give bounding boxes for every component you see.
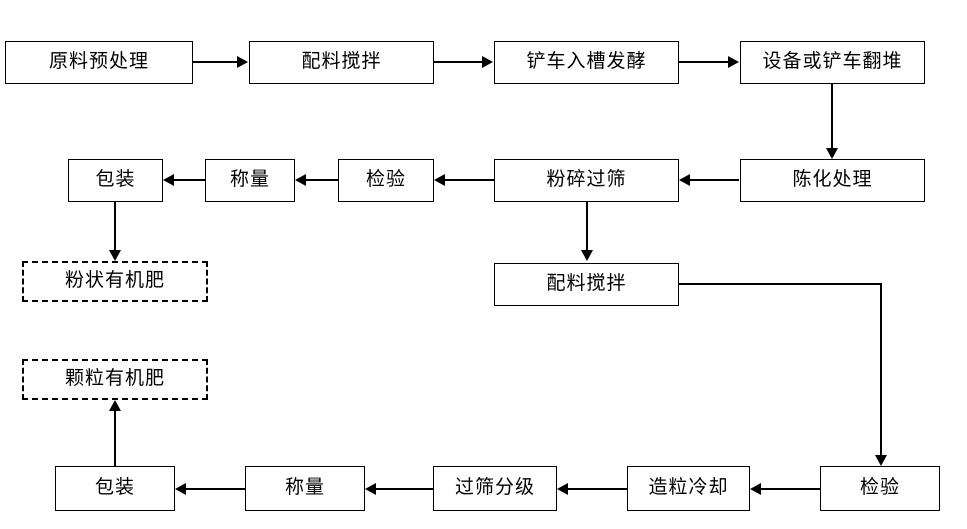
edge-n5-n6 (690, 179, 739, 181)
node-label: 粉状有机肥 (64, 270, 165, 292)
edge-n12-n13-horizontal (679, 283, 882, 285)
arrowhead-n12-n13-icon (875, 455, 887, 466)
node-loader-trough-fermentation[interactable]: 铲车入槽发酵 (494, 41, 679, 84)
node-packaging-powder[interactable]: 包装 (68, 159, 163, 202)
node-equipment-or-loader-turning[interactable]: 设备或铲车翻堆 (740, 41, 925, 84)
edge-n6-n12 (586, 202, 588, 250)
node-label: 配料搅拌 (546, 273, 627, 295)
node-raw-material-pretreatment[interactable]: 原料预处理 (5, 41, 193, 84)
node-label: 配料搅拌 (301, 51, 382, 73)
edge-n6-n7 (445, 179, 494, 181)
edge-n17-n11 (114, 411, 116, 466)
node-inspection-powder[interactable]: 检验 (338, 159, 434, 202)
node-label: 过筛分级 (454, 477, 535, 499)
node-inspection-granular[interactable]: 检验 (820, 466, 940, 511)
node-granular-organic-fertilizer[interactable]: 颗粒有机肥 (22, 359, 208, 400)
arrowhead-n14-n15-icon (557, 483, 568, 495)
edge-stub-n15-left (420, 488, 433, 490)
node-crushing-sieving[interactable]: 粉碎过筛 (494, 159, 679, 202)
edge-n15-n16 (376, 488, 433, 490)
edge-n8-n9 (174, 179, 205, 181)
node-powder-organic-fertilizer[interactable]: 粉状有机肥 (22, 261, 208, 302)
arrowhead-n7-n8-icon (295, 174, 306, 186)
node-label: 陈化处理 (792, 169, 873, 191)
edge-n4-n5 (831, 84, 833, 148)
node-label: 包装 (94, 477, 135, 499)
edge-n12-n13-vertical (880, 283, 882, 455)
arrowhead-n13-n14-icon (750, 483, 761, 495)
arrowhead-n5-n6-icon (679, 174, 690, 186)
node-label: 颗粒有机肥 (64, 368, 165, 390)
arrowhead-n1-n2-icon (237, 56, 248, 68)
arrowhead-n6-n7-icon (434, 174, 445, 186)
node-weighing-granular[interactable]: 称量 (245, 466, 365, 511)
node-label: 原料预处理 (48, 51, 149, 73)
node-label: 铲车入槽发酵 (526, 51, 647, 73)
node-granulation-cooling[interactable]: 造粒冷却 (627, 466, 750, 511)
arrowhead-n15-n16-icon (365, 483, 376, 495)
node-label: 检验 (365, 169, 406, 191)
arrowhead-n16-n17-icon (175, 483, 186, 495)
node-sieving-grading[interactable]: 过筛分级 (433, 466, 557, 511)
edge-n13-n14 (761, 488, 820, 490)
edge-n1-n2 (193, 61, 237, 63)
arrowhead-n9-n10-icon (109, 250, 121, 261)
node-label: 造粒冷却 (648, 477, 729, 499)
edge-n2-n3 (434, 61, 482, 63)
node-label: 检验 (859, 477, 900, 499)
arrowhead-n4-n5-icon (826, 148, 838, 159)
arrowhead-n17-n11-icon (109, 400, 121, 411)
node-label: 称量 (284, 477, 325, 499)
node-label: 包装 (95, 169, 136, 191)
node-packaging-granular[interactable]: 包装 (55, 466, 175, 511)
node-batching-mixing-2[interactable]: 配料搅拌 (494, 263, 679, 306)
node-batching-mixing-1[interactable]: 配料搅拌 (249, 41, 434, 84)
node-label: 粉碎过筛 (546, 169, 627, 191)
edge-n9-n10 (114, 202, 116, 250)
arrowhead-n6-n12-icon (581, 250, 593, 261)
edge-n3-n4 (679, 61, 728, 63)
edge-n14-n15 (568, 488, 627, 490)
arrowhead-n2-n3-icon (482, 56, 493, 68)
edge-n16-n17 (186, 488, 245, 490)
arrowhead-n8-n9-icon (163, 174, 174, 186)
arrowhead-n3-n4-icon (728, 56, 739, 68)
edge-n7-n8 (306, 179, 338, 181)
node-weighing-powder[interactable]: 称量 (205, 159, 295, 202)
node-aging-treatment[interactable]: 陈化处理 (740, 159, 925, 202)
node-label: 称量 (229, 169, 270, 191)
node-label: 设备或铲车翻堆 (762, 51, 903, 73)
